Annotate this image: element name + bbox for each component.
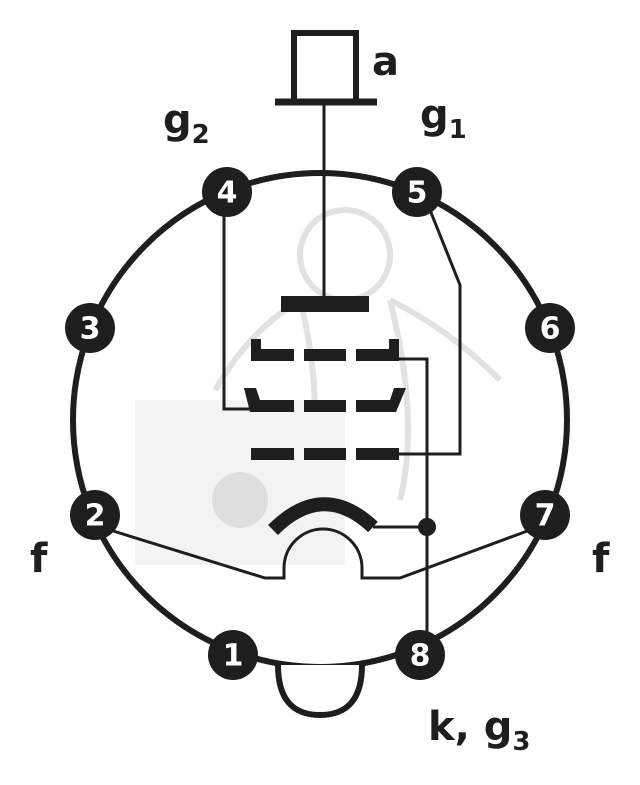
grid-g3 (251, 339, 399, 361)
label-g2: g2 (163, 97, 210, 150)
label-f-left: f (30, 536, 48, 582)
schematic (70, 30, 570, 719)
pin-2: 2 (70, 490, 120, 540)
label-g1: g1 (420, 92, 467, 145)
svg-text:6: 6 (540, 312, 561, 347)
svg-text:1: 1 (223, 639, 244, 674)
heater (109, 527, 531, 580)
anode-plate (281, 296, 369, 312)
label-anode: a (372, 39, 399, 85)
pin-3: 3 (65, 303, 115, 353)
pin-5: 5 (392, 167, 442, 217)
pin-1: 1 (208, 630, 258, 680)
svg-text:8: 8 (410, 639, 431, 674)
watermark-blot (212, 472, 268, 528)
pin-6: 6 (525, 303, 575, 353)
label-cathode: k, g3 (428, 704, 530, 757)
grid-g1 (251, 448, 399, 460)
base-key-loop (275, 664, 365, 719)
svg-text:7: 7 (535, 499, 556, 534)
svg-text:4: 4 (217, 176, 238, 211)
pin-8: 8 (395, 630, 445, 680)
pin-4: 4 (202, 167, 252, 217)
grid-g2 (244, 388, 406, 412)
label-f-right: f (592, 536, 610, 582)
svg-text:3: 3 (80, 312, 101, 347)
svg-text:5: 5 (407, 176, 428, 211)
svg-text:2: 2 (85, 499, 106, 534)
cathode (268, 497, 378, 536)
pin-7: 7 (520, 490, 570, 540)
anode-cap (291, 30, 359, 100)
